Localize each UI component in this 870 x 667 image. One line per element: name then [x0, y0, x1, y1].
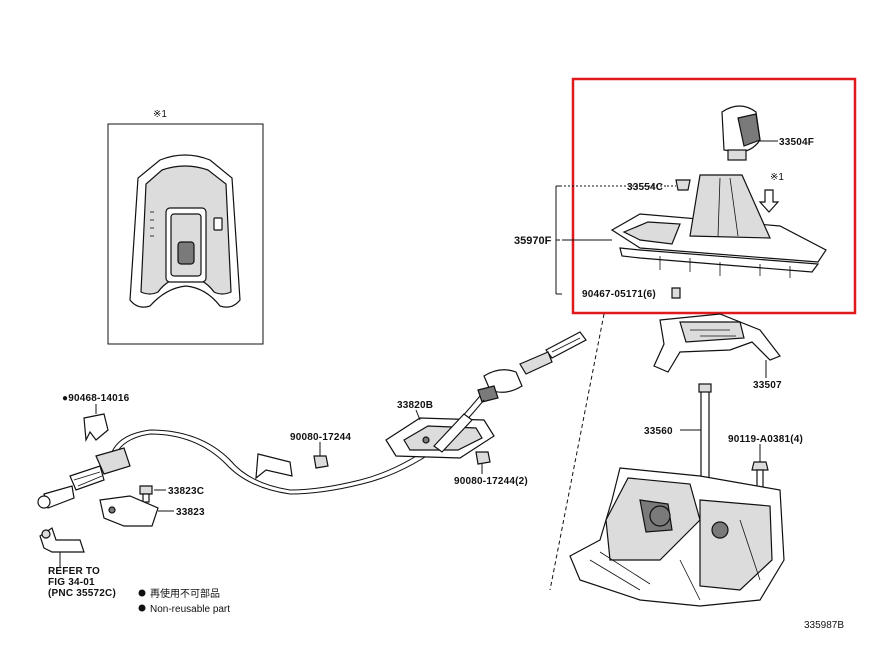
legend-japanese-text: 再使用不可部品 [150, 587, 220, 600]
inset-view-box [107, 123, 264, 345]
refer-to-line-1: REFER TO [48, 566, 100, 577]
part-number-33820B[interactable]: 33820B [397, 400, 433, 411]
shift-panel-top-view [129, 154, 241, 308]
bolt-90119[interactable] [751, 461, 769, 489]
figure-code: 335987B [804, 620, 844, 631]
part-number-90467-05171[interactable]: 90467-05171(6) [582, 289, 656, 300]
part-number-33560[interactable]: 33560 [644, 426, 673, 437]
bolt-33823C[interactable] [139, 485, 153, 503]
clip-33554C[interactable] [675, 179, 691, 191]
refer-to-line-2: FIG 34-01 [48, 577, 95, 588]
clip-90467[interactable] [671, 287, 681, 299]
part-number-35970F[interactable]: 35970F [514, 235, 552, 247]
part-number-90080-17244-b[interactable]: 90080-17244(2) [454, 476, 528, 487]
refer-to-line-3: (PNC 35572C) [48, 588, 116, 599]
inset-reference-mark: ※1 [153, 109, 167, 120]
bracket-33507-part[interactable] [653, 313, 781, 373]
part-number-33823C[interactable]: 33823C [168, 486, 204, 497]
part-number-90080-17244-a[interactable]: 90080-17244 [290, 432, 351, 443]
shift-mechanism-base[interactable] [569, 467, 785, 607]
refer-pin-part[interactable] [39, 527, 85, 553]
legend-english-text: Non-reusable part [150, 604, 230, 615]
view-arrow-icon [758, 189, 780, 213]
shift-console-panel-part[interactable] [610, 174, 827, 278]
view-reference-mark: ※1 [770, 172, 784, 183]
cable-clip-bracket[interactable] [255, 453, 293, 480]
cable-plate-33820B-part[interactable] [385, 413, 495, 459]
part-number-33507[interactable]: 33507 [753, 380, 782, 391]
part-number-90119-A0381[interactable]: 90119-A0381(4) [728, 434, 803, 445]
highlight-frame [571, 77, 857, 315]
legend-bullet-icon-2 [138, 604, 146, 612]
part-number-33823[interactable]: 33823 [176, 507, 205, 518]
part-number-33554C[interactable]: 33554C [627, 182, 663, 193]
part-number-90468-14016[interactable]: ●90468-14016 [62, 393, 130, 404]
part-number-33504F[interactable]: 33504F [779, 137, 814, 148]
shift-lever-part[interactable] [698, 383, 712, 491]
nut-90080-a[interactable] [313, 455, 329, 469]
clip-90468-part[interactable] [83, 413, 109, 443]
shift-cable-part[interactable] [37, 331, 587, 509]
nut-90080-b[interactable] [475, 451, 491, 465]
legend-bullet-icon [138, 589, 146, 597]
shift-knob-part[interactable] [721, 105, 761, 161]
bracket-33823-part[interactable] [99, 495, 159, 527]
